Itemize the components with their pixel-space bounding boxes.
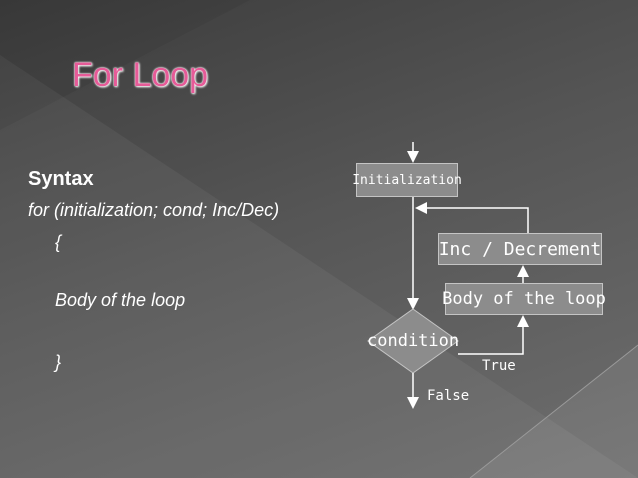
code-line-body: Body of the loop	[55, 290, 186, 310]
true-label: True	[482, 358, 516, 374]
loop-body-box: Body of the loop	[442, 283, 606, 315]
code-line-for: for (initialization; cond; Inc/Dec)	[28, 200, 280, 220]
increment-box: Inc / Decrement	[438, 233, 602, 265]
condition-label: condition	[367, 331, 460, 351]
false-label: False	[427, 388, 470, 404]
true-arrow	[458, 315, 529, 355]
init-box: Initialization	[352, 163, 462, 197]
slide-title: For Loop	[72, 56, 209, 94]
syntax-heading: Syntax	[28, 168, 94, 190]
code-line-open-brace: {	[55, 232, 62, 252]
loop-back-arrow	[415, 202, 529, 233]
code-line-close-brace: }	[55, 352, 62, 372]
